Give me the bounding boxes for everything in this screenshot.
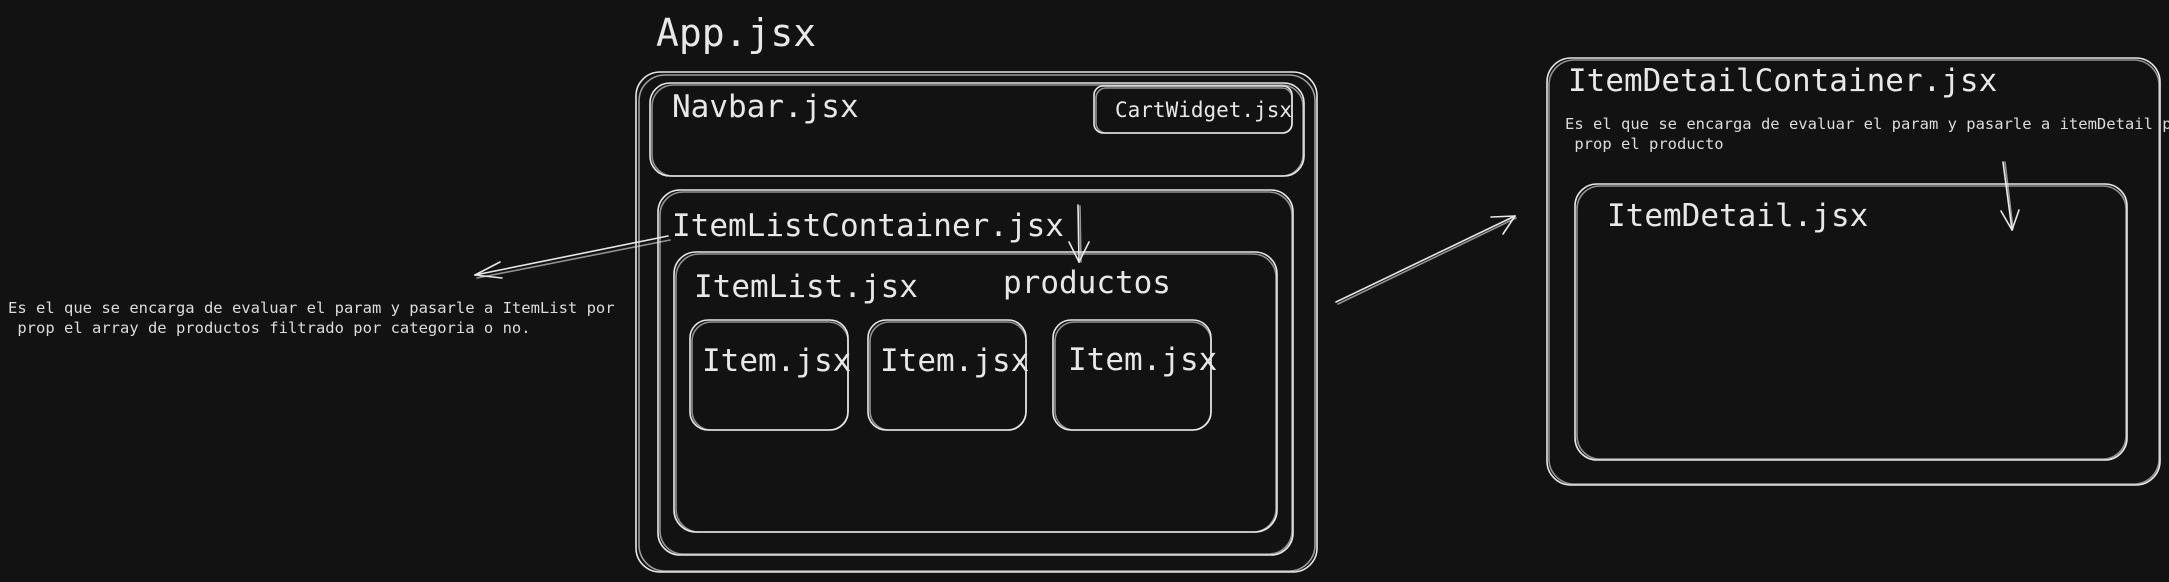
app-box-sketch xyxy=(638,74,1316,572)
item-list-label: ItemList.jsx xyxy=(694,269,918,305)
app-box xyxy=(635,71,1318,573)
arrow-to-detail-container xyxy=(1335,215,1517,305)
item-label-3: Item.jsx xyxy=(1068,342,1218,378)
navbar-label: Navbar.jsx xyxy=(672,89,859,125)
arrow-to-left-note xyxy=(474,235,671,279)
left-note: Es el que se encarga de evaluar el param… xyxy=(8,299,615,337)
item-list-container-box xyxy=(657,189,1294,556)
item-label-2: Item.jsx xyxy=(880,343,1030,379)
right-note: Es el que se encarga de evaluar el param… xyxy=(1565,115,2169,153)
productos-label: productos xyxy=(1003,265,1171,301)
arrow-down-productos xyxy=(1068,204,1090,263)
item-label-1: Item.jsx xyxy=(702,343,852,379)
item-list-container-label: ItemListContainer.jsx xyxy=(672,208,1064,244)
item-detail-container-label: ItemDetailContainer.jsx xyxy=(1568,63,1998,99)
item-detail-box xyxy=(1574,183,2128,461)
item-detail-label: ItemDetail.jsx xyxy=(1607,198,1869,234)
cart-widget-label: CartWidget.jsx xyxy=(1115,98,1293,122)
arrow-down-item-detail xyxy=(2000,161,2020,231)
app-title: App.jsx xyxy=(656,11,817,55)
item-detail-container-box xyxy=(1546,57,2161,486)
